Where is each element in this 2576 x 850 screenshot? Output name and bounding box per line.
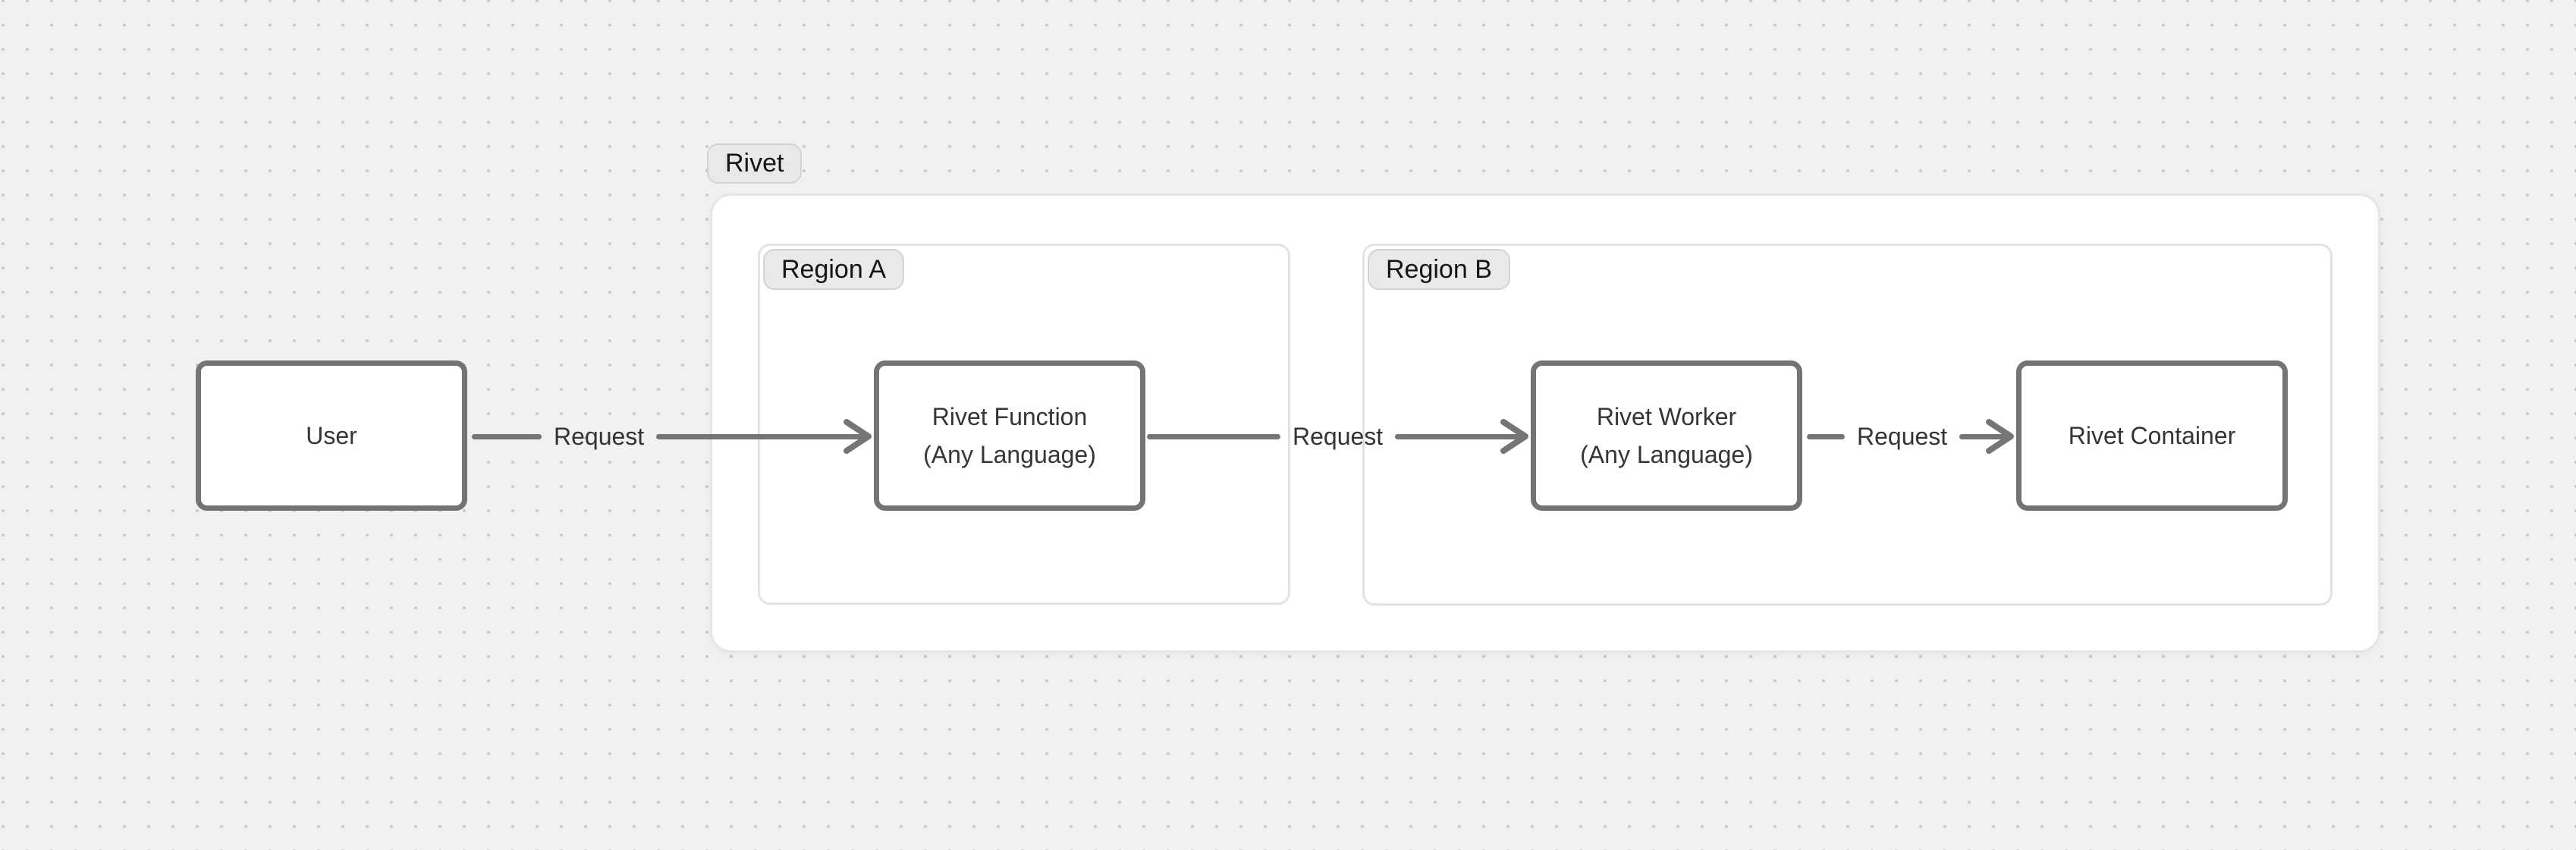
region-a-label: Region A [763, 249, 904, 290]
node-rivet-function-label-line2: (Any Language) [923, 441, 1096, 468]
arrowhead-icon [1986, 419, 2014, 454]
node-user: User [196, 360, 467, 511]
edge-line-segment [472, 433, 542, 439]
edge-line-segment [656, 416, 872, 457]
node-user-label: User [306, 422, 357, 449]
node-rivet-worker-label-line1: Rivet Worker [1596, 403, 1737, 430]
node-rivet-function-label-line1: Rivet Function [931, 403, 1088, 430]
node-rivet-function: Rivet Function (Any Language) [874, 360, 1145, 511]
rivet-container-label: Rivet [707, 143, 803, 184]
edge-user-to-function-label: Request [554, 422, 645, 450]
node-rivet-worker-label-line2: (Any Language) [1580, 441, 1753, 468]
arrowhead-icon [843, 419, 872, 454]
edge-line-segment [1959, 416, 2015, 457]
edge-line-segment [1395, 416, 1529, 457]
node-rivet-container: Rivet Container [2016, 360, 2288, 511]
region-b-label: Region B [1368, 249, 1510, 290]
edge-function-to-worker-label: Request [1293, 422, 1384, 450]
node-rivet-container-label: Rivet Container [2068, 422, 2236, 449]
edge-function-to-worker: Request [1147, 416, 1529, 457]
edge-line-segment [1807, 433, 1845, 439]
edge-worker-to-container-label: Request [1857, 422, 1948, 450]
arrowhead-icon [1500, 419, 1528, 454]
edge-user-to-function: Request [472, 416, 872, 457]
node-rivet-worker: Rivet Worker (Any Language) [1531, 360, 1802, 511]
edge-line-segment [1147, 433, 1280, 439]
edge-worker-to-container: Request [1807, 416, 2015, 457]
